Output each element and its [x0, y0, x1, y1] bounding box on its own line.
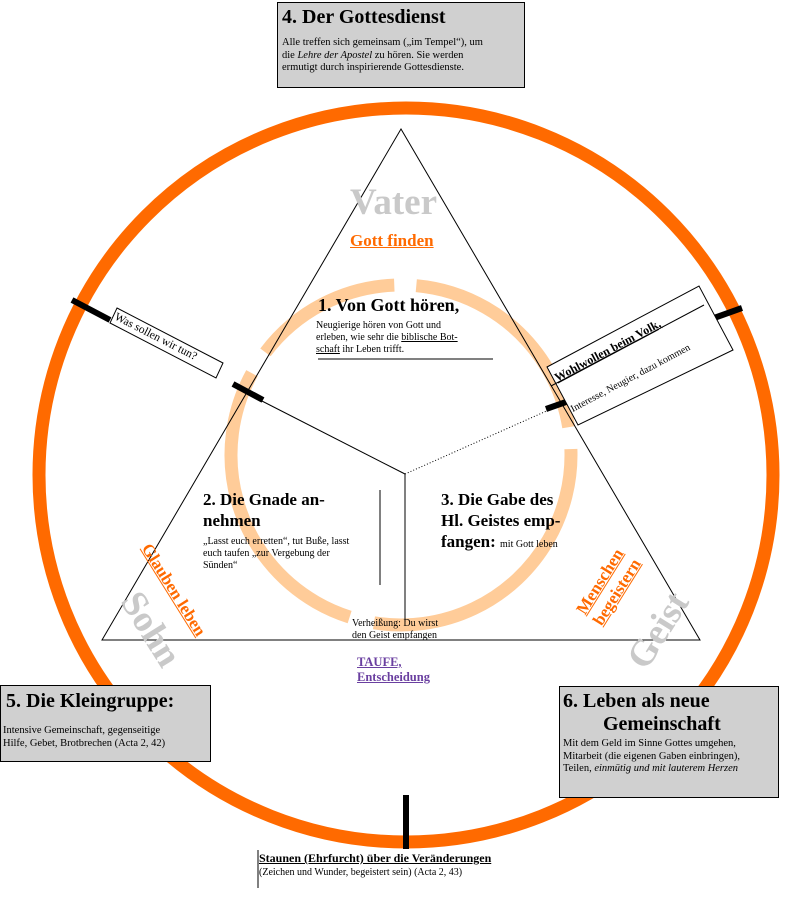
step2-line3: Sünden“	[203, 560, 238, 571]
marker-left-outer	[70, 297, 112, 323]
box4-line2: die Lehre der Apostel zu hören. Sie werd…	[282, 50, 520, 63]
label-vater: Vater	[350, 182, 437, 223]
trinity-triangle	[101, 128, 701, 641]
box-kleingruppe-text: Intensive Gemeinschaft, gegenseitige Hil…	[3, 725, 208, 750]
box-kleingruppe-title: 5. Die Kleingruppe:	[6, 690, 175, 712]
box6-line2: Mitarbeit (die eigenen Gaben einbringen)…	[563, 750, 740, 762]
step2-line2: euch taufen „zur Vergebung der	[203, 548, 330, 559]
side-right-box	[546, 285, 734, 426]
box6-title-line1: 6. Leben als neue	[563, 690, 710, 712]
baptism-label: TAUFE, Entscheidung	[357, 655, 430, 685]
box6-title-line2: Gemeinschaft	[603, 713, 721, 735]
box-gottesdienst-title: 4. Der Gottesdienst	[282, 6, 446, 28]
step2-text: „Lasst euch erretten“, tut Buße, lasst e…	[203, 536, 383, 572]
side-right-rule	[550, 304, 705, 387]
marker-right-outer	[712, 305, 744, 321]
step3-title-word: fangen:	[441, 532, 496, 551]
step1-link-a: biblische Bot-	[401, 332, 458, 343]
box-kleingruppe: 5. Die Kleingruppe: Intensive Gemeinscha…	[0, 685, 211, 762]
label-gott-finden: Gott finden	[350, 231, 434, 250]
box4-line2-italic: Lehre der Apostel	[297, 49, 373, 61]
side-left-box	[109, 307, 224, 379]
box-gemeinschaft: 6. Leben als neue Gemeinschaft Mit dem G…	[559, 686, 779, 798]
step3-title-line2: Hl. Geistes emp-	[441, 511, 561, 530]
inner-ring	[224, 278, 578, 632]
marker-left-inner	[231, 381, 265, 403]
step1-line2-pre: erleben, wie sehr die	[316, 332, 402, 343]
promise-text: Verheißung: Du wirst den Geist empfangen	[352, 618, 438, 642]
box5-line1: Intensive Gemeinschaft, gegenseitige	[3, 725, 161, 736]
step2-line1: „Lasst euch erretten“, tut Buße, lasst	[203, 536, 350, 547]
step1-text: Neugierige hören von Gott und erleben, w…	[316, 320, 496, 356]
box-gottesdienst-text: Alle treffen sich gemeinsam („im Tempel“…	[282, 37, 520, 75]
box6-line1: Mit dem Geld im Sinne Gottes umgehen,	[563, 738, 736, 749]
bottom-sub: (Zeichen und Wunder, begeistert sein) (A…	[259, 867, 463, 878]
baptism-line1: TAUFE,	[357, 655, 402, 669]
step3-title-line3: fangen: mit Gott leben	[441, 531, 560, 552]
box6-line3-pre: Teilen,	[563, 763, 595, 774]
box-gemeinschaft-title: 6. Leben als neue Gemeinschaft	[563, 690, 775, 736]
divider-right	[404, 404, 561, 475]
bottom-title: Staunen (Ehrfurcht) über die Veränderung…	[259, 851, 492, 865]
step1-line3-post: ihr Leben trifft.	[339, 344, 405, 355]
step1-title: 1. Von Gott hören,	[318, 295, 460, 315]
box4-line1: Alle treffen sich gemeinsam („im Tempel“…	[282, 37, 483, 48]
box-gottesdienst: 4. Der Gottesdienst Alle treffen sich ge…	[277, 2, 525, 88]
step1-link-b: schaft	[316, 344, 340, 355]
box5-line2: Hilfe, Gebet, Brotbrechen (Acta 2, 42)	[3, 737, 166, 749]
box4-line2-post: zu hören. Sie werden	[372, 49, 464, 61]
step2-title-line2: nehmen	[203, 511, 261, 530]
box6-line3: Teilen, einmütig und mit lauterem Herzen	[563, 763, 775, 776]
promise-line1: Verheißung: Du wirst	[352, 618, 439, 629]
box6-line3-italic: einmütig und mit lauterem Herzen	[594, 763, 739, 774]
divider-left	[257, 398, 406, 475]
step3-title: 3. Die Gabe des Hl. Geistes emp- fangen:…	[441, 489, 560, 552]
promise-line2: den Geist empfangen	[352, 630, 437, 641]
baptism-line2: Entscheidung	[357, 670, 430, 684]
step3-title-line1: 3. Die Gabe des	[441, 490, 554, 509]
step1-line1: Neugierige hören von Gott und	[316, 320, 441, 331]
step1-line3: schaft ihr Leben trifft.	[316, 344, 496, 356]
marker-right-inner	[545, 399, 567, 412]
step2-title: 2. Die Gnade an- nehmen	[203, 489, 325, 531]
step3-suffix: mit Gott leben	[500, 539, 558, 550]
step1-line2: erleben, wie sehr die biblische Bot-	[316, 332, 496, 344]
box4-line2-pre: die	[282, 49, 298, 61]
box-gemeinschaft-text: Mit dem Geld im Sinne Gottes umgehen, Mi…	[563, 738, 775, 776]
step2-title-line1: 2. Die Gnade an-	[203, 490, 325, 509]
box4-line3: ermutigt durch inspirierende Gottesdiens…	[282, 62, 464, 73]
